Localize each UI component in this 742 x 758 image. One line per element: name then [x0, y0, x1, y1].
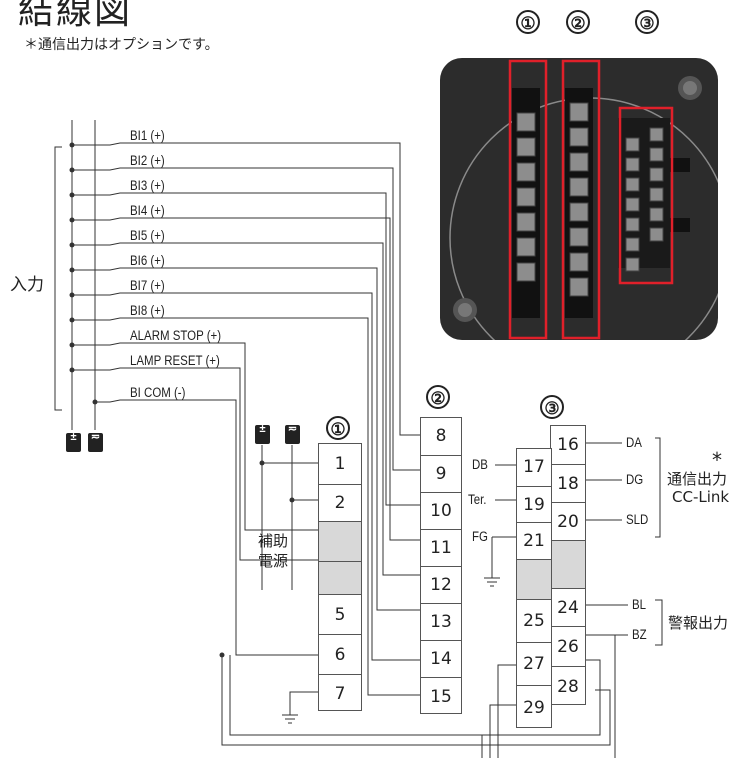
power-plus-icon: ± — [66, 432, 81, 452]
block1-terminal: 2 — [319, 484, 361, 521]
comm-label-ter: Ter. — [468, 492, 487, 507]
input-label-bi-com: BI COM (-) — [130, 385, 186, 400]
input-label-alarm-stop: ALARM STOP (+) — [130, 328, 222, 343]
marker-3: ③ — [540, 395, 564, 419]
block3-terminal: 26 — [551, 626, 585, 666]
block3-terminal: 16 — [557, 435, 579, 455]
input-label-bi1: BI1 (+) — [130, 128, 165, 143]
terminal-block-3-left: 17 19 21 25 27 29 — [516, 448, 552, 728]
comm-label-db: DB — [472, 457, 488, 472]
input-label-bi7: BI7 (+) — [130, 278, 165, 293]
photo-marker-2: ② — [566, 10, 590, 34]
comm-label-fg: FG — [472, 529, 488, 544]
block3-terminal-empty — [551, 540, 585, 588]
block3-terminal: 17 — [523, 457, 545, 477]
terminal-block-2: 8 9 10 11 12 13 14 15 — [420, 417, 462, 714]
block3-terminal: 19 — [517, 486, 551, 522]
block1-terminal: 1 — [334, 454, 346, 474]
aux-power-label-2: 電源 — [258, 552, 289, 570]
comm-group-label-1: 通信出力 — [667, 470, 728, 488]
alarm-label-bz: BZ — [632, 627, 647, 642]
marker-2: ② — [426, 385, 450, 409]
comm-asterisk: * — [712, 448, 722, 472]
comm-group-label-2: CC-Link — [672, 488, 730, 506]
input-label-bi4: BI4 (+) — [130, 203, 165, 218]
marker-1: ① — [326, 416, 350, 440]
photo-marker-3: ③ — [635, 10, 659, 34]
block1-terminal: 6 — [319, 634, 361, 674]
input-group-label: 入力 — [10, 275, 44, 295]
input-label-bi5: BI5 (+) — [130, 228, 165, 243]
block1-terminal-empty — [319, 561, 361, 594]
page-title: 結線図 — [18, 0, 133, 32]
terminal-block-3-right: 16 18 20 24 26 28 — [550, 425, 586, 705]
photo-marker-1: ① — [516, 10, 540, 34]
option-note: ＊通信出力はオプションです。 — [24, 37, 219, 53]
aux-power-label-1: 補助 — [258, 532, 289, 550]
block3-terminal: 20 — [551, 502, 585, 540]
block3-terminal: 24 — [551, 588, 585, 626]
comm-label-da: DA — [626, 435, 642, 450]
block3-terminal: 27 — [517, 642, 551, 685]
block2-terminal: 10 — [421, 492, 461, 529]
input-label-bi6: BI6 (+) — [130, 253, 165, 268]
device-photo — [440, 58, 718, 340]
block2-terminal: 13 — [421, 603, 461, 640]
block3-terminal: 18 — [551, 464, 585, 502]
aux-power-minus-icon: ≂ — [285, 424, 300, 444]
block2-terminal: 9 — [421, 455, 461, 492]
block2-terminal: 8 — [435, 426, 447, 446]
device-photo-art — [449, 59, 718, 340]
input-label-lamp-reset: LAMP RESET (+) — [130, 353, 220, 368]
comm-label-dg: DG — [626, 472, 644, 487]
input-label-bi2: BI2 (+) — [130, 153, 165, 168]
block2-terminal: 12 — [421, 566, 461, 603]
terminal-block-1: 1 2 5 6 7 — [318, 443, 362, 711]
alarm-label-bl: BL — [632, 597, 647, 612]
block1-terminal-empty — [319, 521, 361, 561]
block3-terminal: 29 — [517, 685, 551, 729]
block2-terminal: 11 — [421, 529, 461, 566]
block3-terminal: 28 — [551, 666, 585, 706]
block3-terminal: 25 — [517, 599, 551, 642]
comm-label-sld: SLD — [626, 512, 649, 527]
block3-terminal-empty — [517, 559, 551, 599]
block3-terminal: 21 — [517, 522, 551, 559]
input-label-bi8: BI8 (+) — [130, 303, 165, 318]
input-label-bi3: BI3 (+) — [130, 178, 165, 193]
power-minus-icon: ≂ — [88, 432, 103, 452]
block1-terminal: 7 — [319, 674, 361, 712]
aux-power-plus-icon: ± — [255, 424, 270, 444]
block2-terminal: 15 — [421, 677, 461, 715]
block2-terminal: 14 — [421, 640, 461, 677]
block1-terminal: 5 — [319, 594, 361, 634]
alarm-group-label: 警報出力 — [668, 614, 729, 632]
